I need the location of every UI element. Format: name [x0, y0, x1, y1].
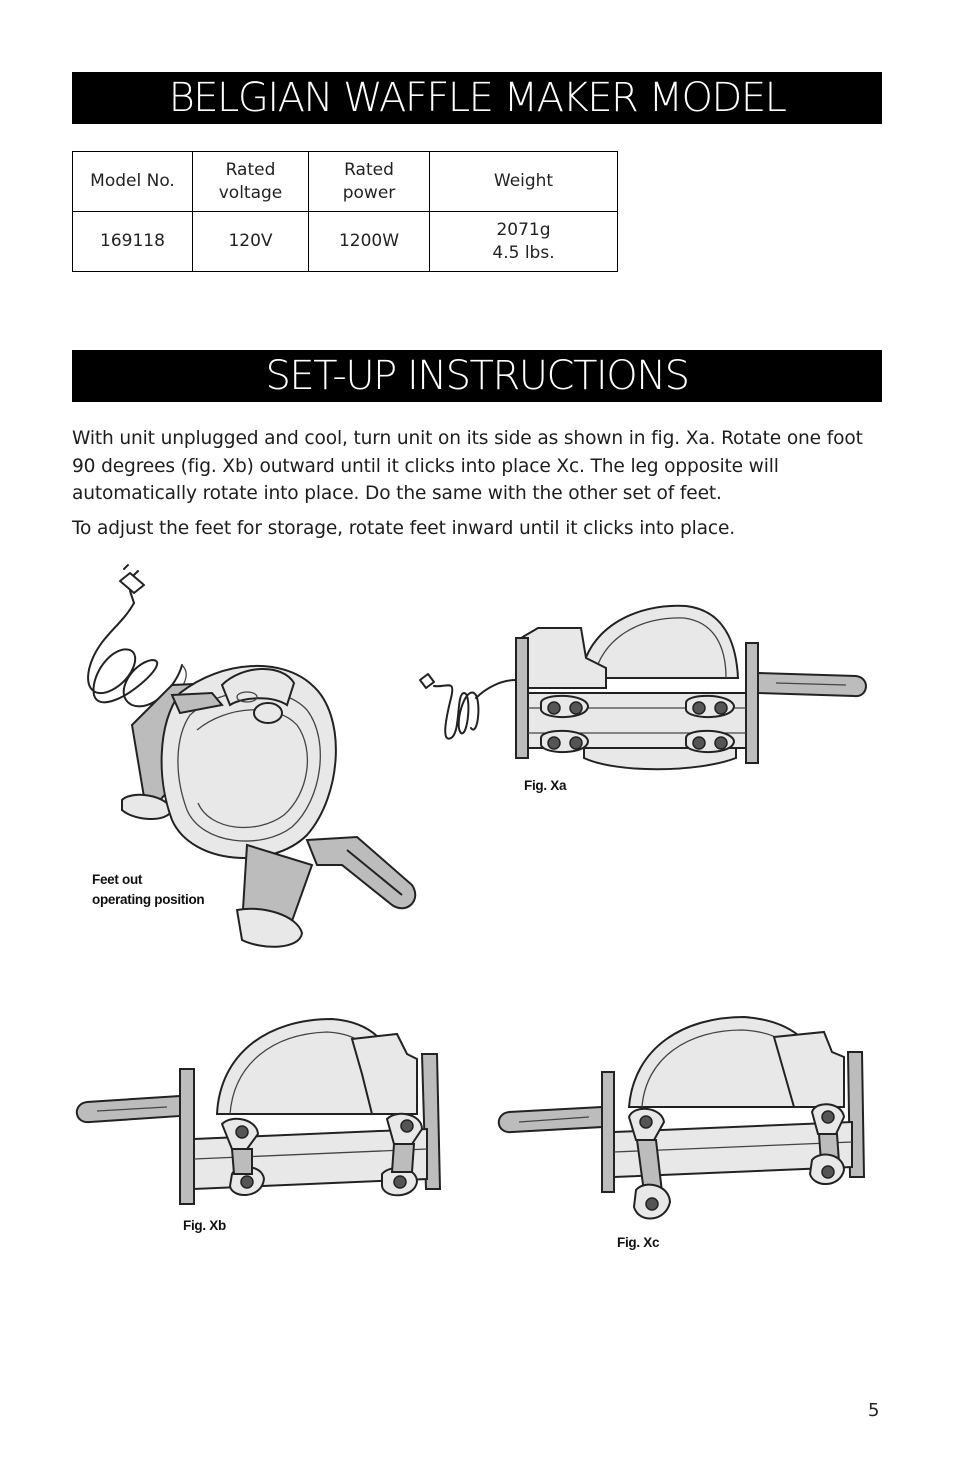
- setup-heading-text: SET-UP INSTRUCTIONS: [265, 353, 690, 399]
- plug-icon: [419, 673, 435, 689]
- model-heading-text: BELGIAN WAFFLE MAKER MODEL: [168, 75, 787, 121]
- foot-pad-right: [685, 694, 736, 754]
- cell-model-no: 169118: [72, 211, 193, 272]
- page-number: 5: [868, 1400, 880, 1421]
- caption-fig-xc: Fig. Xc: [617, 1235, 660, 1250]
- foot-extended-left: [627, 1107, 672, 1220]
- setup-heading: SET-UP INSTRUCTIONS: [72, 350, 882, 402]
- instruction-paragraph-2: To adjust the feet for storage, rotate f…: [72, 518, 736, 539]
- header-model-no: Model No.: [72, 151, 193, 212]
- foot-extended-right: [808, 1103, 846, 1185]
- caption-feet-out: Feet out operating position: [92, 872, 205, 907]
- cell-rated-power: 1200W: [308, 211, 430, 272]
- foot-rotated-right: [381, 1112, 424, 1197]
- cell-rated-voltage: 120V: [192, 211, 309, 272]
- waffle-maker-operating-illustration: [87, 564, 417, 948]
- plug-icon: [119, 572, 145, 594]
- header-weight: Weight: [429, 151, 618, 212]
- fig-xa-illustration: [419, 604, 867, 771]
- caption-fig-xb: Fig. Xb: [183, 1218, 226, 1233]
- instruction-paragraph-1: With unit unplugged and cool, turn unit …: [72, 428, 863, 504]
- fig-xc-illustration: [497, 1015, 866, 1220]
- foot-pad-left: [540, 694, 590, 754]
- model-heading: BELGIAN WAFFLE MAKER MODEL: [72, 72, 882, 124]
- fig-xb-illustration: [75, 1017, 442, 1205]
- caption-fig-xa: Fig. Xa: [524, 778, 567, 793]
- foot-rotated-left: [220, 1117, 266, 1196]
